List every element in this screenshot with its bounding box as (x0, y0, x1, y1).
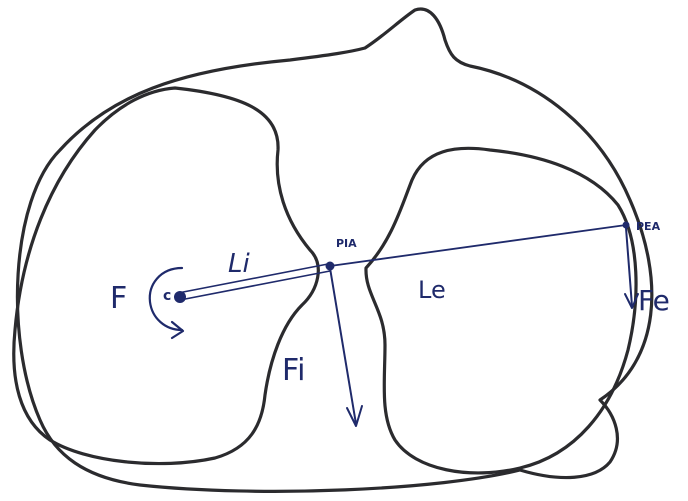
force-external-arrow (625, 227, 633, 307)
lever-arm-external-line (329, 224, 627, 267)
label-force-internal: Fi (282, 353, 305, 388)
label-point-internal: PIA (336, 237, 357, 250)
label-force-external: Fe (638, 284, 670, 317)
medial-condyle (12, 86, 320, 466)
pia-point (325, 261, 335, 271)
label-force: F (110, 281, 127, 316)
rotation-arrow (148, 266, 184, 332)
lateral-condyle (364, 146, 638, 475)
pea-point (622, 221, 630, 229)
label-point-external: PEA (636, 220, 661, 233)
label-lever-internal: Li (228, 249, 250, 279)
label-center: c (163, 288, 171, 304)
force-internal-arrow (329, 267, 357, 425)
lever-arm-internal-line-a (177, 263, 329, 294)
lever-arm-internal-line-b (179, 270, 331, 301)
rotation-arrowhead-icon (170, 320, 185, 340)
outer-contour (15, 7, 654, 493)
force-external-arrowhead-icon (624, 293, 639, 309)
center-point (174, 291, 186, 303)
force-internal-arrowhead-icon (346, 405, 363, 427)
label-lever-external: Le (418, 276, 446, 304)
